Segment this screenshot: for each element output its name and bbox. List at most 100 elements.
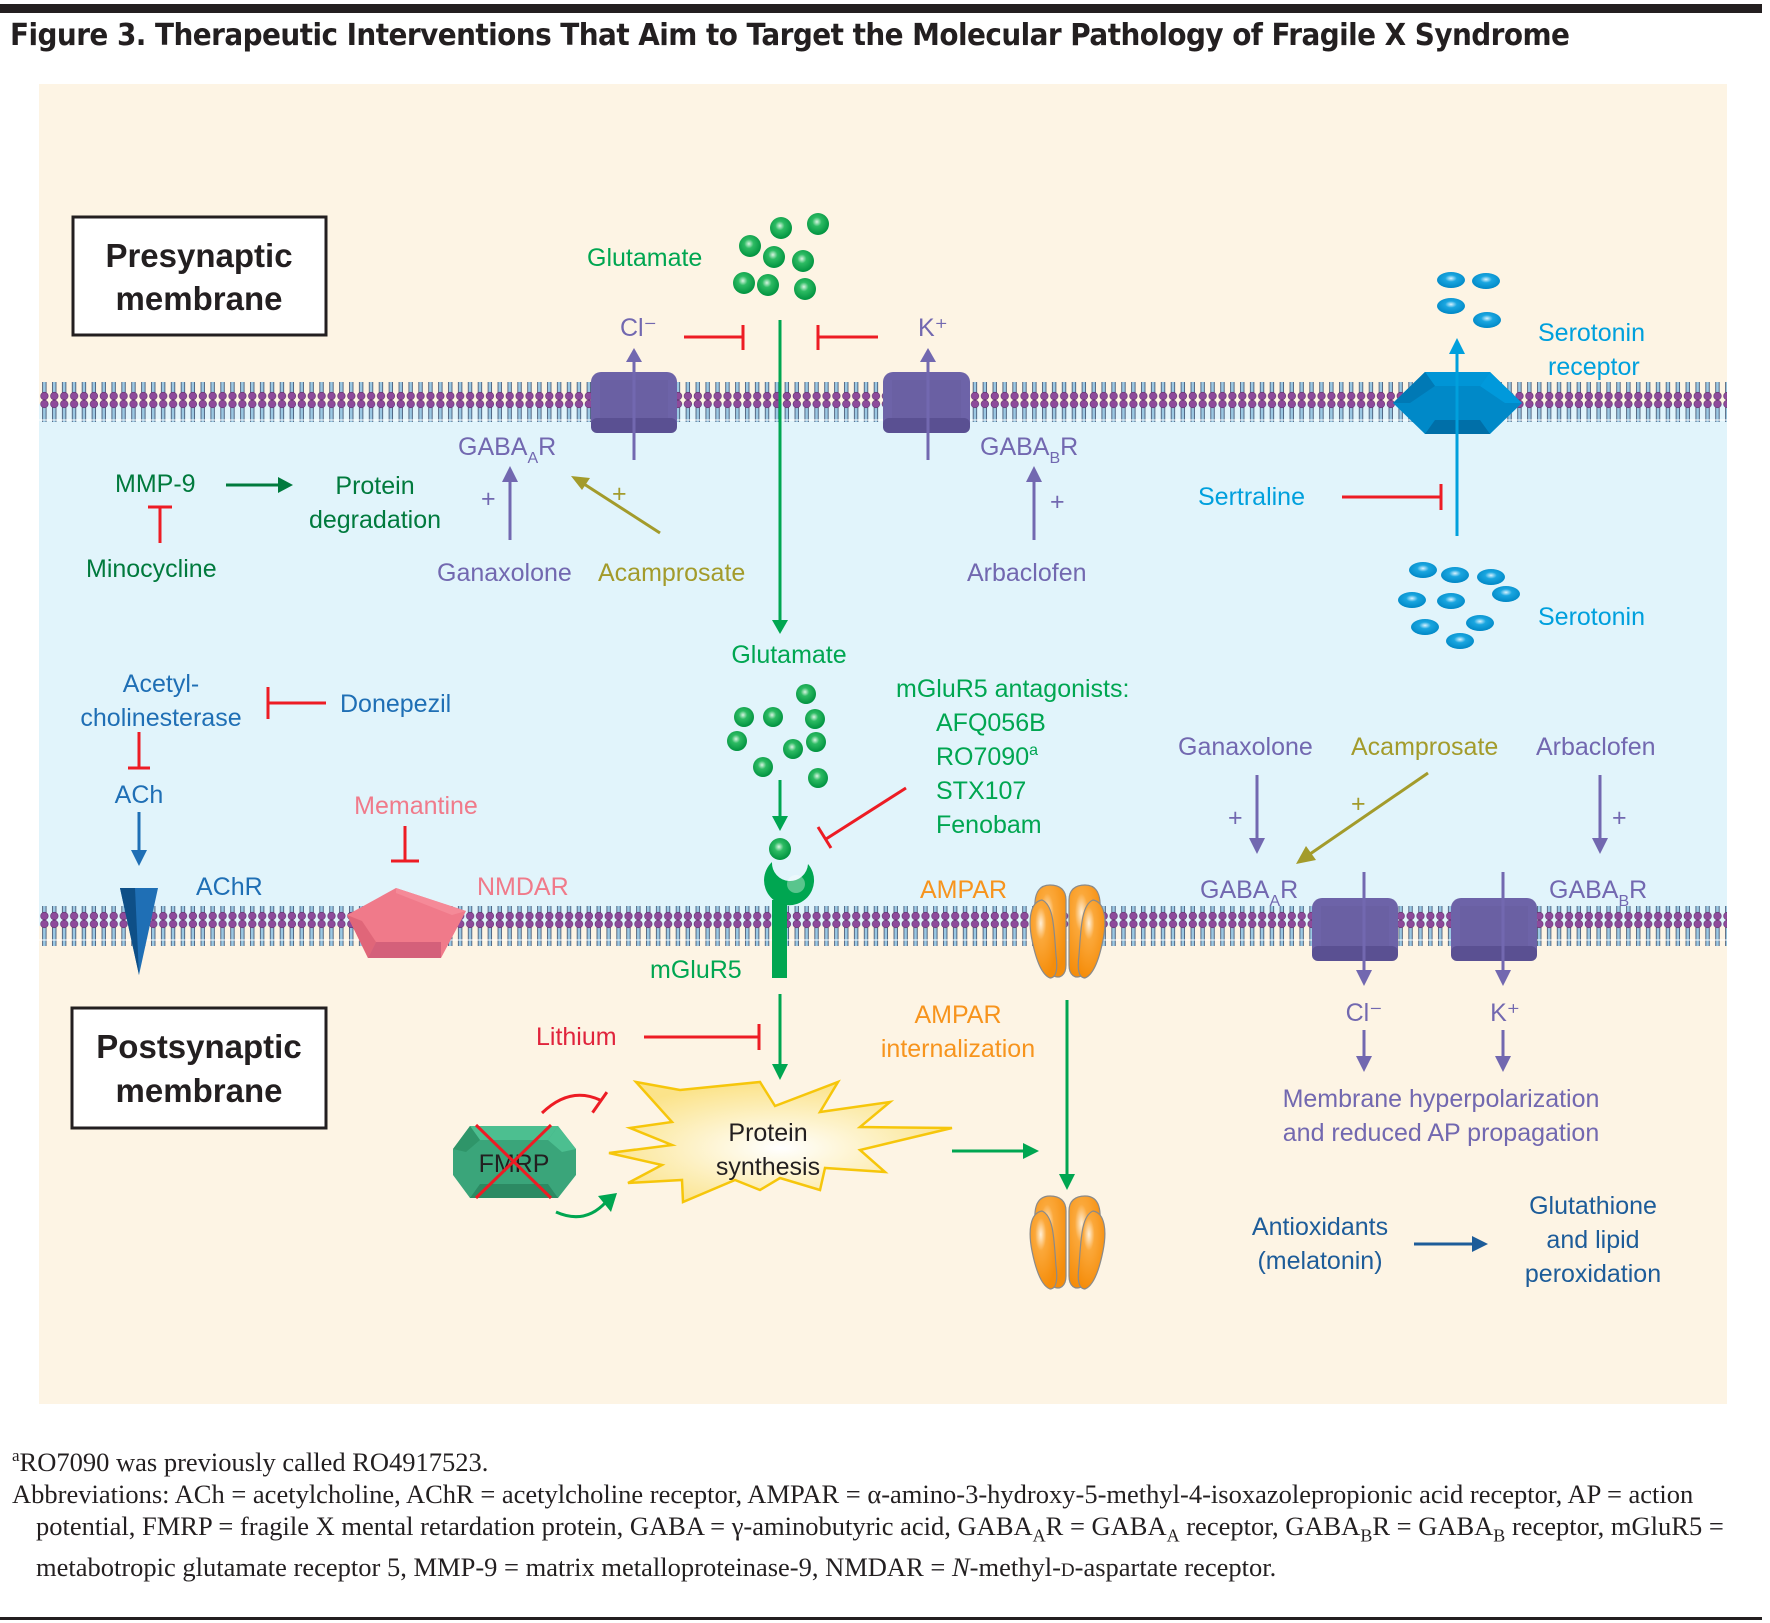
ganaxolone-arrowhead-bottom	[1249, 838, 1265, 854]
presynaptic-label-line1: Presynaptic	[105, 237, 292, 274]
abbreviations-text: -aspartate receptor.	[1074, 1552, 1277, 1583]
k-arrowhead-top	[920, 348, 936, 362]
ganaxolone-arrowhead-top	[502, 466, 518, 482]
acamprosate-label-top: Acamprosate	[598, 559, 745, 587]
protein-synthesis-burst	[608, 1079, 953, 1204]
serotonin-molecule	[1409, 562, 1437, 578]
gabab-inhibits-release-marker	[816, 325, 878, 350]
mglur5-to-synthesis-arrowhead	[772, 1064, 788, 1080]
ganaxolone-label-top: Ganaxolone	[437, 559, 572, 587]
postsynaptic-label-line2: membrane	[116, 1072, 283, 1109]
serotonin-receptor-label-line1: Serotonin	[1538, 319, 1645, 347]
hyperpolarization-label-line2: and reduced AP propagation	[1283, 1119, 1599, 1147]
potassium-ion-label-bottom: K⁺	[1490, 999, 1520, 1027]
glutamate-molecule	[808, 768, 828, 788]
glutamate-label-top: Glutamate	[587, 244, 702, 272]
abbreviations-text: receptor, mGluR5 = metabotropic glutamat…	[36, 1510, 1724, 1583]
postsynaptic-lipid-bilayer	[39, 906, 1727, 946]
serotonin-molecule	[1446, 633, 1474, 649]
achr-label: AChR	[196, 873, 263, 901]
antagonist-stx107: STX107	[936, 777, 1026, 805]
memantine-inhibits-nmdar-marker	[391, 826, 419, 863]
donepezil-label: Donepezil	[340, 690, 451, 718]
protein-synthesis-label-line1: Protein	[728, 1119, 807, 1147]
glutamate-molecule	[806, 732, 826, 752]
serotonin-molecule	[1477, 569, 1505, 585]
serotonin-molecule	[1466, 615, 1494, 631]
plus-sign-ganaxolone-top: +	[481, 485, 496, 513]
abbreviations-text: R = GABA	[1372, 1510, 1494, 1541]
glutamate-molecule	[796, 684, 816, 704]
antagonist-fenobam: Fenobam	[936, 811, 1042, 839]
serotonin-molecules-top	[1437, 272, 1501, 328]
ampar-receptor-internalized	[1029, 1195, 1106, 1290]
gabaar-label-bottom: GABAAR	[1200, 876, 1298, 910]
acamprosate-arrowhead-bottom	[1296, 846, 1316, 864]
glutamate-molecule	[753, 757, 773, 777]
gababr-label-bottom: GABABR	[1549, 876, 1647, 910]
synthesis-to-ampar-arrowhead	[1023, 1143, 1039, 1159]
plus-sign-arbaclofen-top: +	[1050, 488, 1065, 516]
serotonin-molecule	[1492, 586, 1520, 602]
minocycline-inhibits-mmp9-marker	[148, 505, 172, 543]
plus-sign-acamprosate-bottom: +	[1351, 790, 1366, 818]
internalization-arrowhead	[1059, 1174, 1075, 1190]
glutamate-label-mid: Glutamate	[731, 641, 846, 669]
sertraline-label: Sertraline	[1198, 483, 1305, 511]
ganaxolone-label-bottom: Ganaxolone	[1178, 733, 1313, 761]
presynaptic-label-line2: membrane	[116, 280, 283, 317]
glutamate-cluster-mid	[727, 684, 828, 788]
potassium-ion-label-top: K⁺	[918, 314, 948, 342]
glutamate-molecule	[757, 274, 779, 296]
glutamate-release-arrowhead	[772, 620, 788, 634]
lithium-inhibits-mglur5-signaling-marker	[644, 1024, 761, 1050]
glutamate-molecule	[739, 235, 761, 257]
ampar-internalization-label-line2: internalization	[881, 1035, 1035, 1063]
mglur5-label: mGluR5	[650, 956, 742, 984]
k-hyperpolarization-arrowhead	[1495, 1056, 1511, 1072]
fmrp-loss-arrowhead	[598, 1193, 617, 1212]
glutamate-molecule	[733, 272, 755, 294]
glutamate-molecule	[794, 278, 816, 300]
antioxidants-arrowhead	[1472, 1236, 1488, 1252]
footnote-mark: a	[12, 1446, 20, 1465]
glutamate-molecule	[727, 731, 747, 751]
abbreviations-text: receptor, GABA	[1179, 1510, 1361, 1541]
glutamate-molecule	[783, 739, 803, 759]
plus-sign-arbaclofen-bottom: +	[1612, 804, 1627, 832]
glutamate-molecule	[805, 709, 825, 729]
protein-degradation-label-line2: degradation	[309, 506, 441, 534]
serotonin-receptor-label-line2: receptor	[1548, 353, 1640, 381]
glutamate-molecule	[770, 217, 792, 239]
serotonin-molecule	[1437, 298, 1465, 314]
serotonin-molecules-bottom	[1398, 562, 1520, 649]
footnote-text: RO7090 was previously called RO4917523.	[19, 1446, 489, 1477]
achr-receptor	[120, 888, 158, 975]
serotonin-molecule	[1473, 312, 1501, 328]
acamprosate-to-gabaar-arrow-bottom	[1309, 771, 1429, 856]
gabaar-label-top: GABAAR	[458, 433, 556, 467]
serotonin-molecule	[1398, 592, 1426, 608]
chloride-ion-label-bottom: Cl⁻	[1346, 999, 1383, 1027]
glutamate-binding-arrowhead	[772, 816, 788, 831]
figure-title: Figure 3. Therapeutic Interventions That…	[10, 18, 1570, 53]
fmrp-inhibition-bar	[591, 1091, 609, 1114]
minocycline-label: Minocycline	[86, 555, 217, 583]
subscript-a: A	[1166, 1525, 1180, 1546]
acetylcholinesterase-label-line2: cholinesterase	[80, 704, 241, 732]
antagonist-afq056b: AFQ056B	[936, 709, 1046, 737]
glutamate-molecule	[807, 213, 829, 235]
nmdar-receptor	[347, 888, 466, 958]
postsynaptic-region	[39, 926, 1727, 1404]
plus-sign-acamprosate-top: +	[612, 480, 627, 508]
abbreviations-text: Abbreviations: ACh = acetylcholine, AChR…	[12, 1478, 1694, 1541]
top-rule	[0, 4, 1762, 13]
ampar-label: AMPAR	[920, 876, 1007, 904]
postsynaptic-membrane-label-box: Postsynaptic membrane	[70, 1006, 328, 1130]
svg-text:GABABR: GABABR	[980, 433, 1078, 467]
subscript-a: A	[1032, 1525, 1046, 1546]
sertraline-inhibits-reuptake-marker	[1342, 484, 1443, 510]
antagonist-ro7090: RO7090a	[936, 742, 1038, 771]
fmrp-absent-cross-icon	[474, 1123, 553, 1200]
